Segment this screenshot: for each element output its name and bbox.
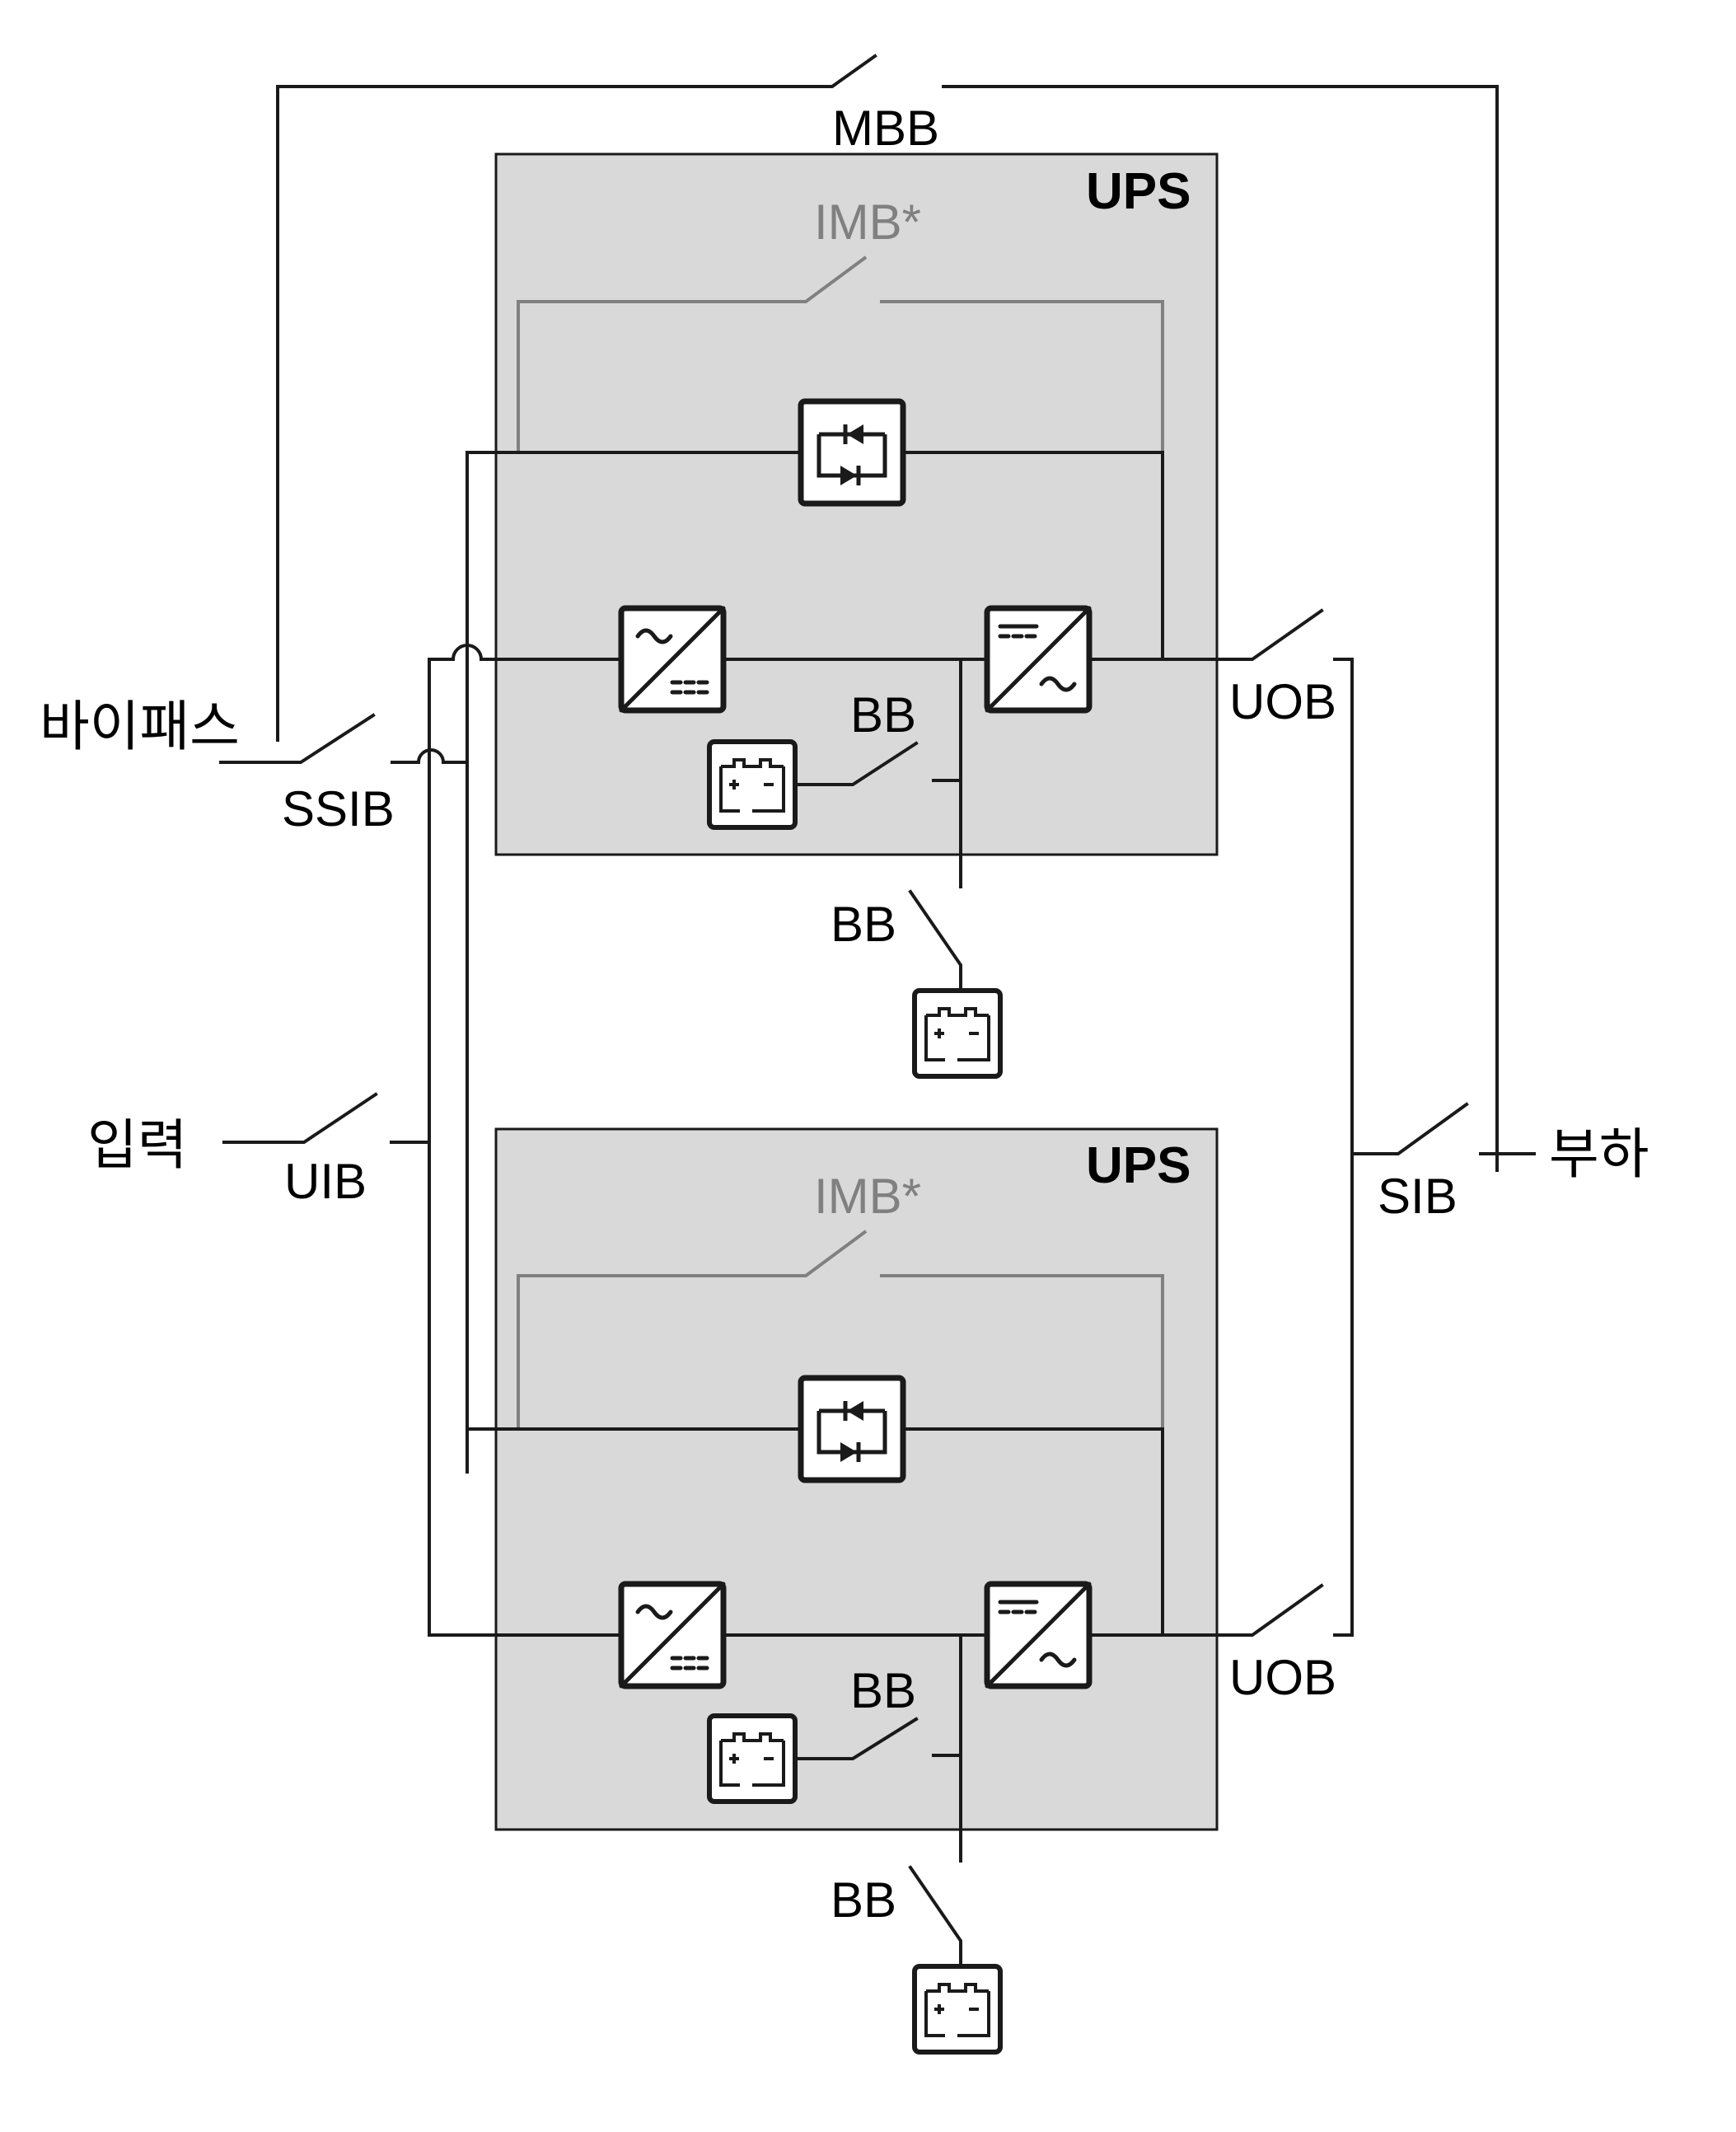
internal-battery-icon (709, 742, 795, 827)
external-battery-icon-1 (915, 991, 1000, 1076)
static-switch-icon (801, 1378, 903, 1480)
internal-battery-icon (709, 1716, 795, 1802)
ssib-label: SSIB (282, 781, 395, 836)
mbb-breaker (276, 54, 1499, 1155)
imb-label: IMB* (814, 194, 921, 250)
inverter-icon (987, 1584, 1089, 1686)
bb-internal-breaker (793, 658, 962, 888)
bb-external-label-1: BB (831, 897, 896, 952)
bb-external-breaker-1 (908, 889, 962, 988)
ups-module-1: UPS IMB* BB (428, 152, 1324, 1474)
bb-internal-label: BB (850, 1663, 916, 1718)
ups-title: UPS (1086, 1137, 1191, 1194)
bb-external-breaker-2 (908, 1865, 962, 1964)
external-battery-icon-2 (915, 1966, 1000, 2052)
static-switch-icon (801, 401, 903, 504)
bb-external-label-2: BB (831, 1872, 896, 1928)
imb-label: IMB* (814, 1169, 921, 1224)
imb-breaker (517, 1230, 1164, 1429)
sib-label: SIB (1378, 1169, 1458, 1224)
imb-breaker (517, 255, 1164, 452)
inverter-icon (987, 608, 1089, 710)
mbb-label: MBB (832, 101, 939, 156)
uib-breaker (222, 1092, 431, 1144)
rectifier-icon (621, 608, 723, 710)
uib-label: UIB (284, 1154, 367, 1209)
output-bus (1333, 658, 1536, 1637)
uob-label-1: UOB (1229, 674, 1336, 729)
ups-module-2: UPS IMB* BB (428, 1127, 1324, 1863)
ups-title: UPS (1086, 163, 1191, 220)
uob-label-2: UOB (1229, 1650, 1336, 1705)
load-label: 부하 (1549, 1122, 1649, 1186)
rectifier-icon (621, 1584, 723, 1686)
input-label: 입력 (87, 1113, 187, 1177)
bb-internal-label: BB (850, 687, 916, 743)
bb-internal-breaker (793, 1633, 962, 1863)
bypass-label: 바이패스 (40, 695, 240, 758)
